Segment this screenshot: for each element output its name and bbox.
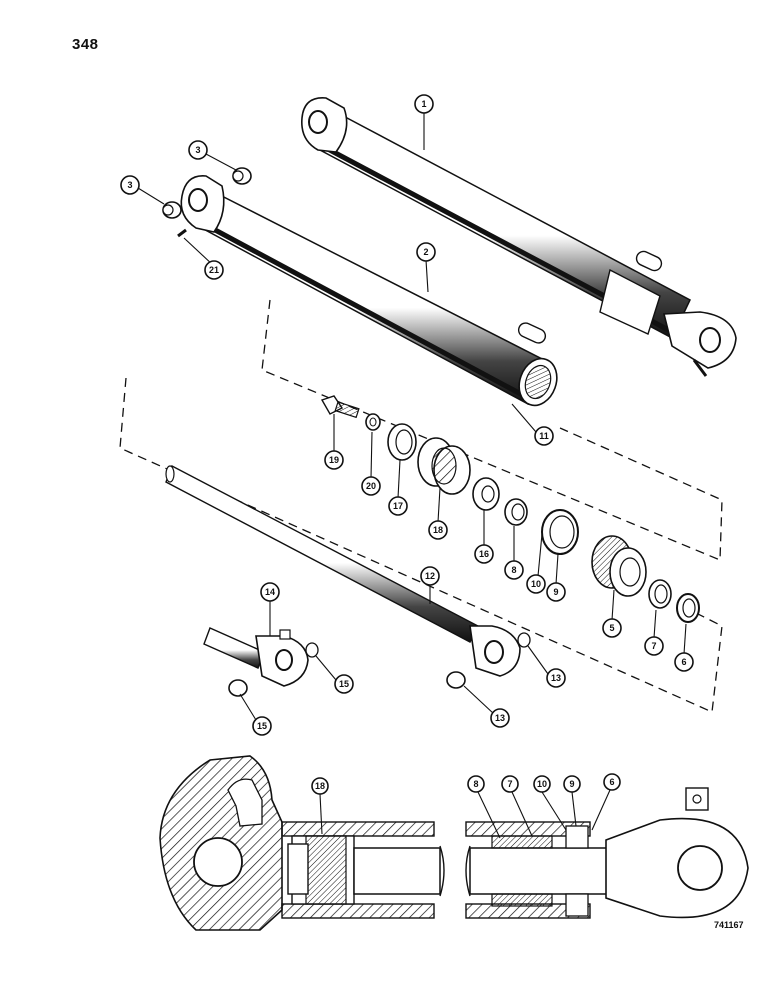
dashed-outline-piston-group bbox=[261, 299, 723, 561]
callout-5: 5 bbox=[602, 618, 622, 638]
svg-text:6: 6 bbox=[609, 777, 614, 787]
svg-text:11: 11 bbox=[539, 431, 549, 441]
svg-text:3: 3 bbox=[127, 180, 132, 190]
svg-text:13: 13 bbox=[495, 713, 505, 723]
section-callout-18: 18 bbox=[311, 777, 329, 795]
svg-text:15: 15 bbox=[339, 679, 349, 689]
callout-9: 9 bbox=[546, 582, 566, 602]
callout-18: 18 bbox=[428, 520, 448, 540]
ring-part-9 bbox=[541, 509, 579, 555]
bolt-part-19 bbox=[320, 395, 360, 419]
svg-text:13: 13 bbox=[551, 673, 561, 683]
bushing-part-3 bbox=[162, 167, 252, 238]
sectional-view bbox=[159, 755, 749, 931]
svg-text:12: 12 bbox=[425, 571, 435, 581]
callout-1: 1 bbox=[414, 94, 434, 114]
svg-text:19: 19 bbox=[329, 455, 339, 465]
wiper-part-6 bbox=[676, 593, 700, 623]
svg-text:15: 15 bbox=[257, 721, 267, 731]
svg-text:7: 7 bbox=[651, 641, 656, 651]
svg-text:9: 9 bbox=[569, 779, 574, 789]
svg-text:20: 20 bbox=[366, 481, 376, 491]
svg-text:3: 3 bbox=[195, 145, 200, 155]
head-gland-part-5 bbox=[591, 535, 647, 597]
section-callout-9: 9 bbox=[563, 775, 581, 793]
callout-10: 10 bbox=[526, 574, 546, 594]
callout-3b: 3 bbox=[120, 175, 140, 195]
washer-part-20 bbox=[365, 413, 381, 431]
svg-text:9: 9 bbox=[553, 587, 558, 597]
callout-13b: 13 bbox=[490, 708, 510, 728]
callout-12: 12 bbox=[420, 566, 440, 586]
cylinder-assembly-part-1 bbox=[301, 97, 737, 377]
callout-13a: 13 bbox=[546, 668, 566, 688]
callout-15b: 15 bbox=[252, 716, 272, 736]
callout-21: 21 bbox=[204, 260, 224, 280]
bushing-part-8 bbox=[504, 498, 528, 526]
callout-11: 11 bbox=[534, 426, 554, 446]
callout-6: 6 bbox=[674, 652, 694, 672]
page-number: 348 bbox=[72, 36, 99, 53]
section-callout-10: 10 bbox=[533, 775, 551, 793]
callout-7: 7 bbox=[644, 636, 664, 656]
svg-text:16: 16 bbox=[479, 549, 489, 559]
svg-text:2: 2 bbox=[423, 247, 428, 257]
rod-end-part-14 bbox=[203, 627, 319, 697]
seal-part-16 bbox=[472, 477, 500, 511]
svg-text:17: 17 bbox=[393, 501, 403, 511]
dashed-outline-rod-group bbox=[119, 377, 723, 713]
callout-17: 17 bbox=[388, 496, 408, 516]
svg-text:18: 18 bbox=[433, 525, 443, 535]
svg-text:21: 21 bbox=[209, 265, 219, 275]
ring-part-7 bbox=[648, 579, 672, 609]
svg-text:10: 10 bbox=[531, 579, 541, 589]
callout-20: 20 bbox=[361, 476, 381, 496]
callout-15a: 15 bbox=[334, 674, 354, 694]
callout-8: 8 bbox=[504, 560, 524, 580]
svg-text:7: 7 bbox=[507, 779, 512, 789]
section-callout-8: 8 bbox=[467, 775, 485, 793]
callout-19: 19 bbox=[324, 450, 344, 470]
svg-text:8: 8 bbox=[511, 565, 516, 575]
section-callout-7: 7 bbox=[501, 775, 519, 793]
leader-lines bbox=[137, 112, 687, 721]
callout-3a: 3 bbox=[188, 140, 208, 160]
svg-text:5: 5 bbox=[609, 623, 614, 633]
callout-2: 2 bbox=[416, 242, 436, 262]
piston-nut-part-17 bbox=[387, 423, 417, 461]
callout-16: 16 bbox=[474, 544, 494, 564]
svg-text:18: 18 bbox=[315, 781, 325, 791]
piston-part-18 bbox=[417, 437, 471, 495]
barrel-part-2 bbox=[180, 175, 558, 407]
piston-rod-part-12 bbox=[165, 465, 531, 689]
svg-text:8: 8 bbox=[473, 779, 478, 789]
section-callout-6: 6 bbox=[603, 773, 621, 791]
svg-text:6: 6 bbox=[681, 657, 686, 667]
figure-id: 741167 bbox=[714, 920, 744, 930]
svg-text:10: 10 bbox=[537, 779, 547, 789]
svg-text:14: 14 bbox=[265, 587, 275, 597]
callout-14: 14 bbox=[260, 582, 280, 602]
svg-text:1: 1 bbox=[421, 99, 426, 109]
